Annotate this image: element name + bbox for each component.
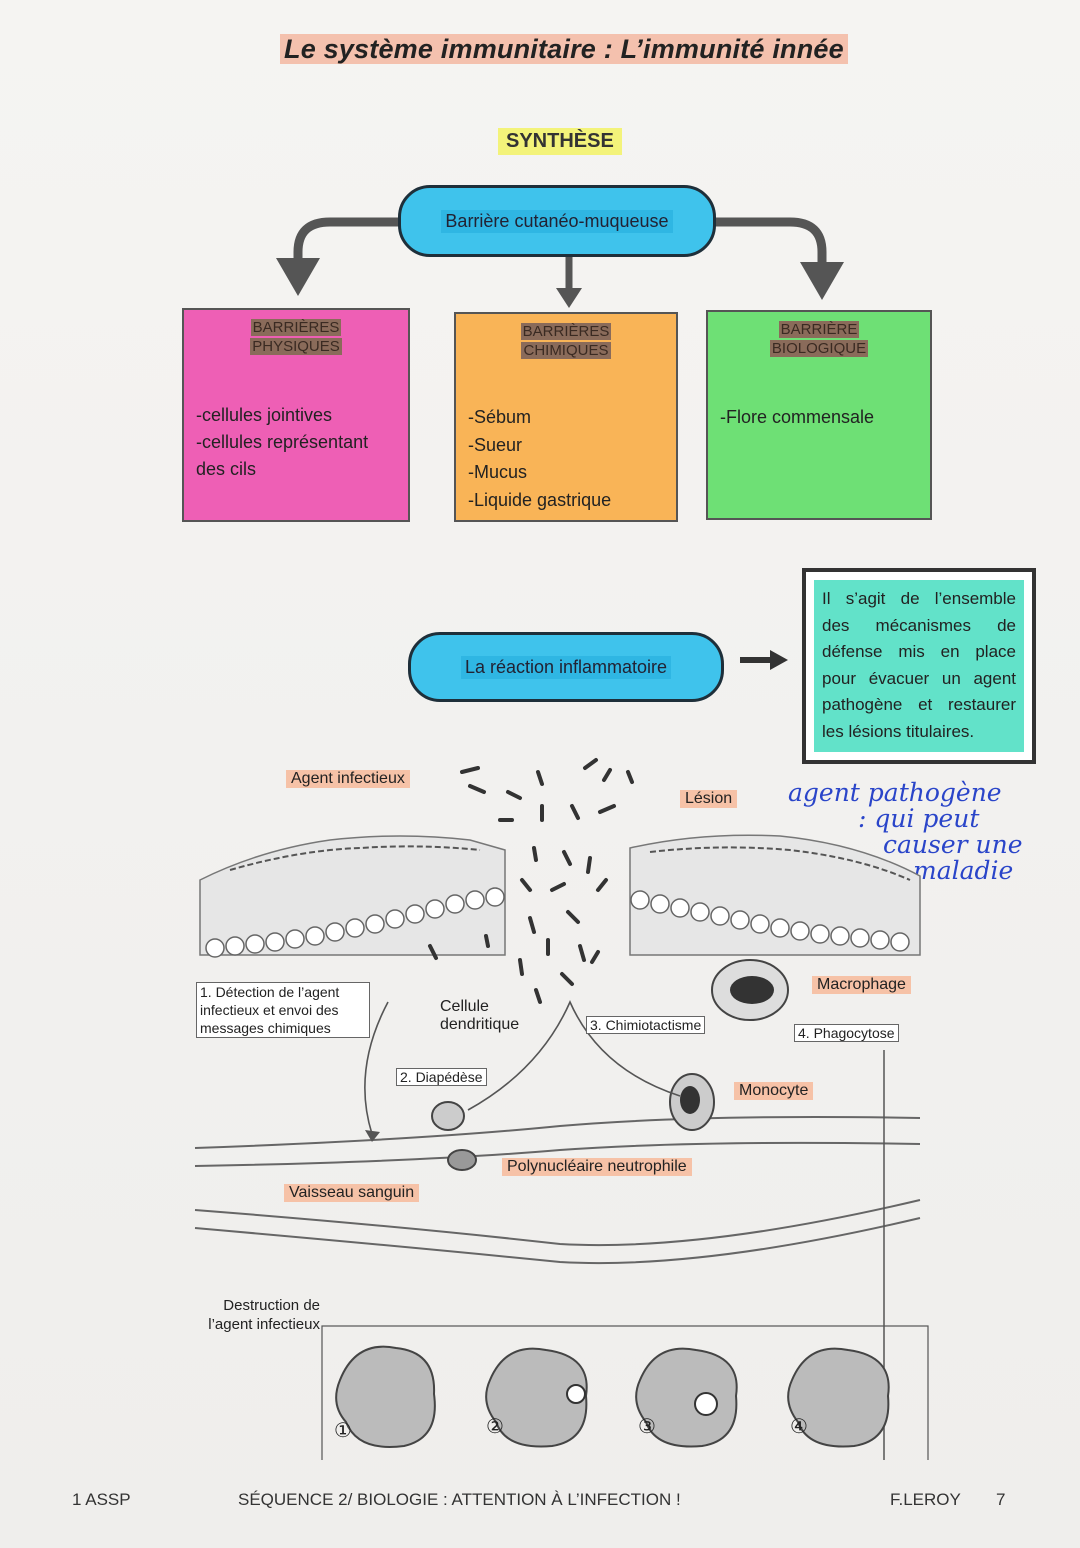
label-vessel: Vaisseau sanguin	[284, 1184, 420, 1202]
box-items: -cellules jointives-cellules représentan…	[196, 405, 369, 479]
label-agent: Agent infectieux	[286, 770, 410, 788]
label-step2: 2. Diapédèse	[396, 1068, 487, 1086]
label-step4: 4. Phagocytose	[794, 1024, 899, 1042]
label-lesion: Lésion	[680, 790, 738, 808]
stage-4: ④	[790, 1416, 808, 1438]
barrier-pill: Barrière cutanéo-muqueuse	[398, 185, 716, 257]
label-step3: 3. Chimiotactisme	[586, 1016, 706, 1034]
label-step1: 1. Détection de l’agent infectieux et en…	[196, 982, 370, 1038]
footer-author: F.LEROY	[890, 1490, 961, 1509]
label-neutrophil: Polynucléaire neutrophile	[502, 1158, 692, 1176]
label-destruction: Destruction de l’agent infectieux	[208, 1297, 320, 1333]
page-title: Le système immunitaire : L’immunité inné…	[280, 34, 848, 65]
arrow-right-icon	[740, 650, 788, 670]
label-monocyte: Monocyte	[734, 1082, 814, 1100]
label-dendritic: Cellule dendritique	[440, 998, 520, 1033]
synthese-heading: SYNTHÈSE	[498, 128, 622, 155]
barrier-arrows	[276, 217, 844, 308]
stage-2: ②	[486, 1416, 504, 1438]
inflammation-definition: Il s’agit de l’ensemble des mécanismes d…	[802, 568, 1036, 764]
stage-1: ①	[334, 1420, 352, 1442]
stage-3: ③	[638, 1416, 656, 1438]
handwritten-note: agent pathogène : qui peut causer une ma…	[788, 778, 1023, 885]
box-items: -Flore commensale	[720, 407, 875, 427]
footer-page-number: 7	[996, 1490, 1006, 1509]
label-macrophage: Macrophage	[812, 976, 911, 994]
footer-sequence: SÉQUENCE 2/ BIOLOGIE : ATTENTION À L’INF…	[238, 1490, 681, 1509]
box-items: -Sébum-Sueur-Mucus-Liquide gastrique	[468, 407, 612, 510]
inflammation-pill: La réaction inflammatoire	[408, 632, 724, 702]
inflammation-diagram	[194, 758, 929, 1460]
footer-class: 1 ASSP	[72, 1490, 131, 1509]
